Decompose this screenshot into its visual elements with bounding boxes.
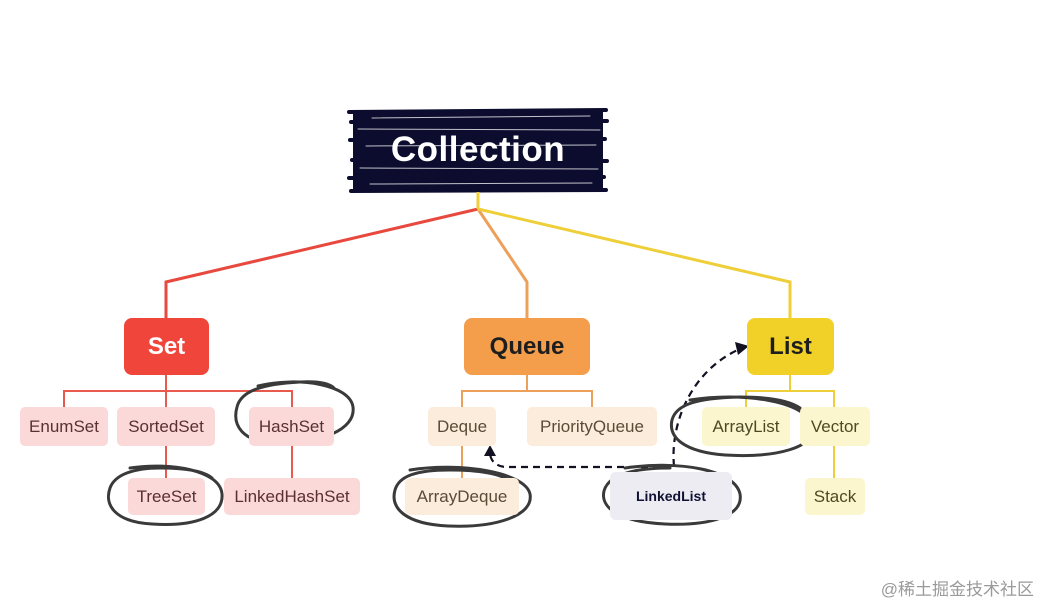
treeset-circle [107, 464, 224, 526]
list-node: List [747, 318, 834, 375]
linkedhashset-node: LinkedHashSet [224, 478, 360, 515]
collection-to-list-connector [477, 207, 792, 318]
deque-label: Deque [436, 416, 488, 436]
deque-node: Deque [428, 407, 496, 446]
priorityqueue-node: PriorityQueue [527, 407, 657, 446]
arraylist-circle [669, 395, 814, 457]
arraydeque-node: ArrayDeque [405, 478, 519, 515]
linkedhashset-label: LinkedHashSet [234, 486, 350, 506]
hashset-node: HashSet [249, 407, 334, 446]
linkedlist-to-list-dashed-arrow [672, 346, 743, 467]
enumset-node: EnumSet [20, 407, 108, 446]
enumset-label: EnumSet [29, 416, 99, 436]
list-subtree-connectors [745, 375, 835, 480]
arraydeque-label: ArrayDeque [416, 486, 508, 506]
set-node: Set [124, 318, 209, 375]
collection-to-set-connector [164, 207, 479, 318]
list-arrowhead [735, 342, 749, 355]
watermark: @稀土掘金技术社区 [880, 580, 1034, 599]
set-subtree-connectors [63, 375, 293, 482]
vector-node: Vector [800, 407, 870, 446]
hashset-label: HashSet [258, 416, 325, 436]
priorityqueue-label: PriorityQueue [540, 416, 644, 436]
linkedlist-to-deque-dashed-arrow [488, 451, 660, 469]
queue-label: Queue [489, 332, 565, 360]
set-label: Set [147, 332, 186, 360]
treeset-label: TreeSet [136, 486, 197, 506]
deque-arrowhead [484, 445, 496, 456]
collection-root-label: Collection [390, 130, 566, 169]
treeset-node: TreeSet [128, 478, 205, 515]
vector-label: Vector [810, 416, 860, 436]
sortedset-label: SortedSet [128, 416, 204, 436]
collection-to-queue-connector [476, 208, 529, 318]
arraylist-node: ArrayList [702, 407, 790, 446]
list-label: List [769, 332, 812, 360]
stack-label: Stack [813, 486, 857, 506]
queue-subtree-connectors [461, 375, 593, 480]
sortedset-node: SortedSet [117, 407, 215, 446]
linkedlist-label: LinkedList [635, 488, 706, 504]
queue-node: Queue [464, 318, 590, 375]
stack-node: Stack [805, 478, 865, 515]
arraylist-label: ArrayList [712, 416, 780, 436]
collection-scribble-background [347, 108, 609, 193]
linkedlist-node: LinkedList [610, 472, 732, 520]
